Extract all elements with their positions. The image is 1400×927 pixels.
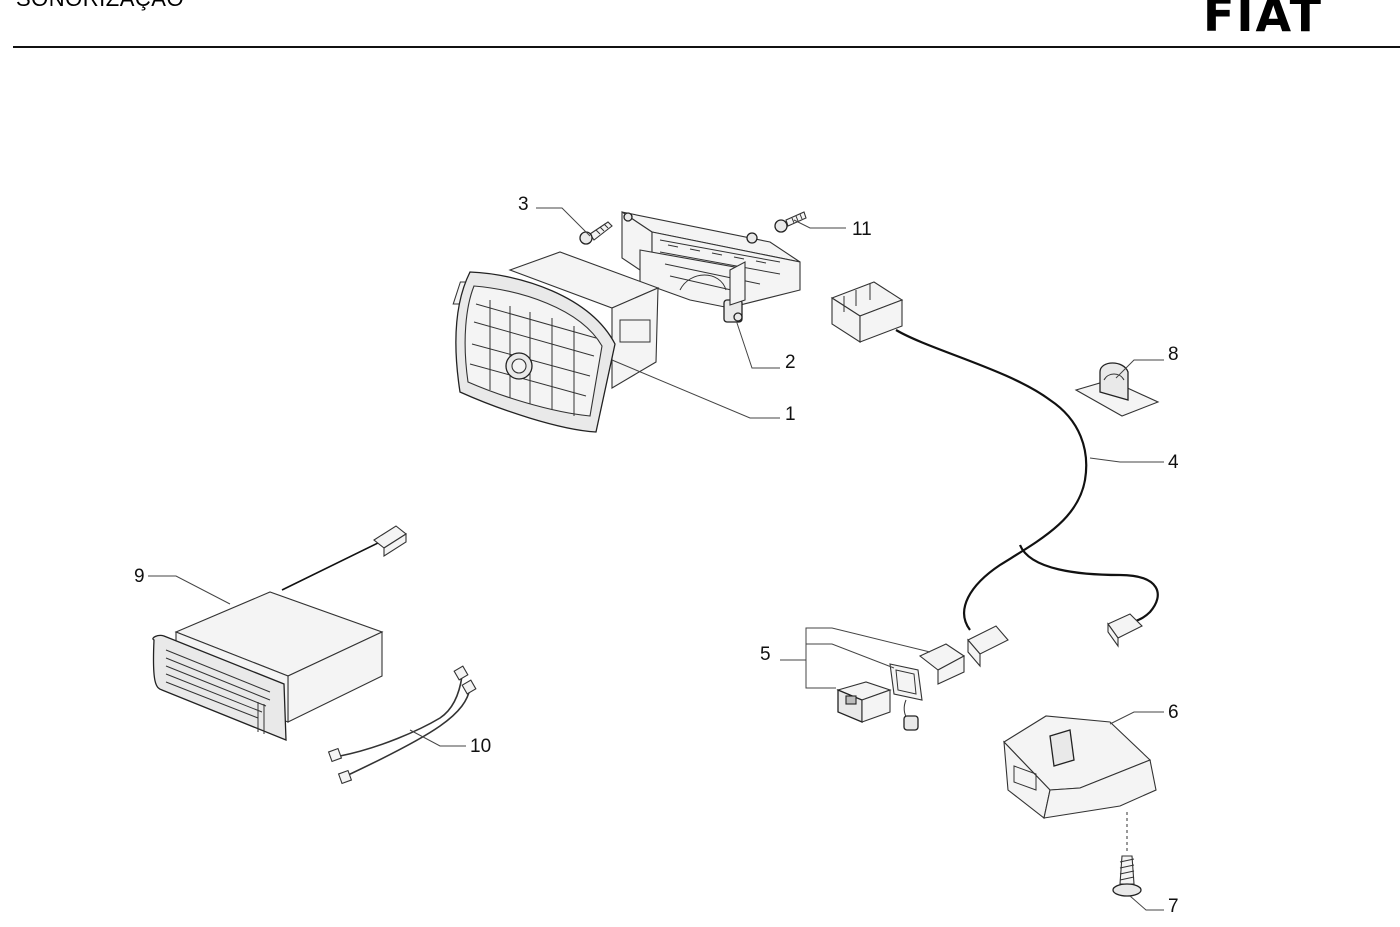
callout-5: 5 (760, 644, 771, 665)
part-3-screw (579, 221, 613, 245)
callout-1: 1 (785, 404, 796, 425)
part-8-cable-clip (1074, 362, 1160, 417)
callout-2: 2 (785, 352, 796, 373)
part-7-screw (1112, 812, 1142, 897)
callout-9: 9 (134, 566, 145, 587)
part-10-cable (327, 665, 477, 785)
callout-8: 8 (1168, 344, 1179, 365)
part-6-trim-cover (1003, 715, 1157, 819)
callout-7: 7 (1168, 896, 1179, 917)
part-5-socket-assembly (836, 643, 966, 731)
brand-logo: FIAT (1203, 0, 1323, 42)
page-title: SONORIZAÇÃO (16, 0, 184, 12)
callout-4: 4 (1168, 452, 1179, 473)
part-9-cd-changer (152, 525, 407, 741)
part-1-radio-unit (452, 251, 660, 433)
part-4-wiring-harness (830, 281, 1159, 668)
callout-6: 6 (1168, 702, 1179, 723)
part-2-mounting-cage (621, 210, 801, 323)
callout-10: 10 (470, 736, 491, 757)
header-divider (13, 46, 1400, 48)
leader-lines (148, 207, 1164, 911)
part-11-screw (774, 211, 807, 233)
callout-3: 3 (518, 194, 529, 215)
callout-11: 11 (852, 219, 872, 240)
